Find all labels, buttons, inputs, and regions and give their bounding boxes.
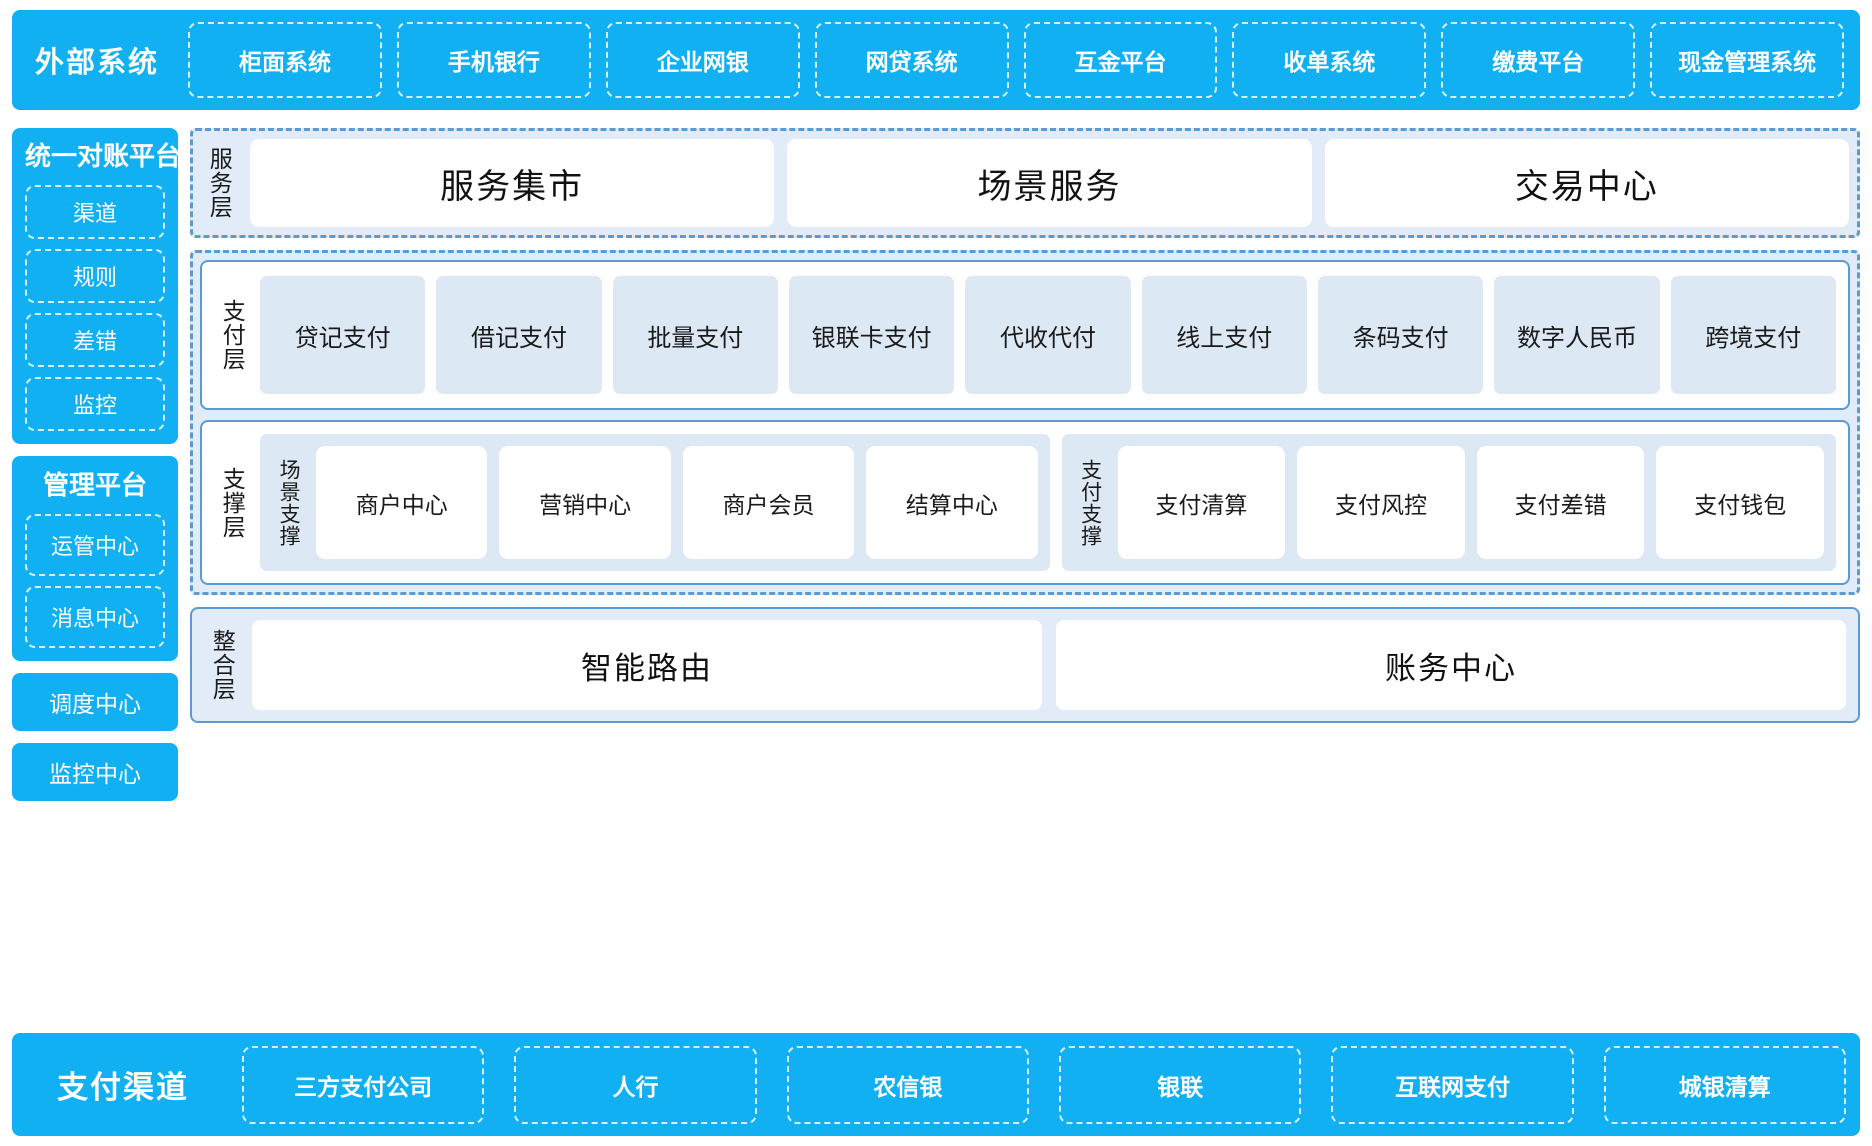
external-system-item[interactable]: 手机银行 <box>396 22 591 98</box>
management-platform-panel: 管理平台 运管中心 消息中心 <box>12 456 178 661</box>
payment-channel-cups-clearing[interactable]: 城银清算 <box>1603 1045 1846 1124</box>
scheduling-center-button[interactable]: 调度中心 <box>12 673 178 731</box>
payment-channel-third-party[interactable]: 三方支付公司 <box>242 1045 485 1124</box>
payment-channel-internet-payment[interactable]: 互联网支付 <box>1331 1045 1574 1124</box>
platform-layers: 服务层 服务集市 场景服务 交易中心 支付层 贷记支付 借记支付 批量支付 银联… <box>190 128 1860 1017</box>
management-platform-title: 管理平台 <box>42 470 147 500</box>
service-card-scene[interactable]: 场景服务 <box>787 139 1312 227</box>
support-item-merchant-center[interactable]: 商户中心 <box>316 446 488 559</box>
support-item-marketing-center[interactable]: 营销中心 <box>499 446 671 559</box>
payment-item-debit[interactable]: 借记支付 <box>436 276 602 394</box>
integration-card-smart-routing[interactable]: 智能路由 <box>252 620 1042 710</box>
payment-support-group: 支付支撑 支付清算 支付风控 支付差错 支付钱包 <box>1061 434 1836 571</box>
external-systems-title: 外部系统 <box>34 47 159 79</box>
external-system-item[interactable]: 收单系统 <box>1232 22 1427 98</box>
service-card-market[interactable]: 服务集市 <box>250 139 775 227</box>
payment-layer-box: 支付层 贷记支付 借记支付 批量支付 银联卡支付 代收代付 线上支付 条码支付 … <box>200 260 1850 410</box>
payment-channels-title: 支付渠道 <box>57 1070 189 1105</box>
external-system-item[interactable]: 互金平台 <box>1023 22 1218 98</box>
external-systems-list: 柜面系统 手机银行 企业网银 网贷系统 互金平台 收单系统 缴费平台 现金管理系… <box>182 22 1844 98</box>
payment-item-unionpay-card[interactable]: 银联卡支付 <box>788 276 955 394</box>
payment-channels-band: 支付渠道 三方支付公司 人行 农信银 银联 互联网支付 城银清算 <box>12 1033 1860 1136</box>
support-item-payment-clearing[interactable]: 支付清算 <box>1117 446 1286 559</box>
support-layer-label: 支撑层 <box>219 466 246 539</box>
payment-item-digital-rmb[interactable]: 数字人民币 <box>1494 276 1660 394</box>
reconciliation-platform-title: 统一对账平台 <box>25 141 182 171</box>
payment-item-barcode[interactable]: 条码支付 <box>1317 276 1484 394</box>
service-layer-label: 服务层 <box>206 147 233 219</box>
payment-support-label: 支付支撑 <box>1078 458 1102 547</box>
reconciliation-item-error[interactable]: 差错 <box>25 313 165 367</box>
payment-item-online[interactable]: 线上支付 <box>1141 276 1307 394</box>
monitoring-center-button[interactable]: 监控中心 <box>12 743 178 801</box>
scene-support-label: 场景支撑 <box>277 458 301 547</box>
support-layer-box: 支撑层 场景支撑 商户中心 营销中心 商户会员 结算中心 <box>200 420 1850 585</box>
support-item-settlement-center[interactable]: 结算中心 <box>866 446 1038 559</box>
reconciliation-item-rule[interactable]: 规则 <box>25 249 165 303</box>
management-item-message-center[interactable]: 消息中心 <box>25 586 165 648</box>
integration-card-accounting[interactable]: 账务中心 <box>1056 620 1846 710</box>
payment-channels-list: 三方支付公司 人行 农信银 银联 互联网支付 城银清算 <box>234 1045 1846 1124</box>
payment-item-batch[interactable]: 批量支付 <box>612 276 778 394</box>
external-system-item[interactable]: 网贷系统 <box>814 22 1009 98</box>
middle-region: 统一对账平台 渠道 规则 差错 监控 管理平台 运管中心 消息中心 调度中心 监… <box>12 128 1860 1017</box>
payment-channel-pboc[interactable]: 人行 <box>514 1045 757 1124</box>
integration-layer-box: 整合层 智能路由 账务中心 <box>190 607 1860 723</box>
external-system-item[interactable]: 柜面系统 <box>188 22 382 98</box>
payment-layer-items: 贷记支付 借记支付 批量支付 银联卡支付 代收代付 线上支付 条码支付 数字人民… <box>260 276 1836 394</box>
payment-channel-rcc[interactable]: 农信银 <box>786 1045 1029 1124</box>
support-item-payment-error[interactable]: 支付差错 <box>1476 446 1645 559</box>
reconciliation-platform-panel: 统一对账平台 渠道 规则 差错 监控 <box>12 128 182 444</box>
management-item-operations-center[interactable]: 运管中心 <box>25 514 165 576</box>
external-system-item[interactable]: 现金管理系统 <box>1650 22 1844 98</box>
external-systems-band: 外部系统 柜面系统 手机银行 企业网银 网贷系统 互金平台 收单系统 缴费平台 … <box>12 10 1860 110</box>
payment-channel-unionpay[interactable]: 银联 <box>1058 1045 1302 1124</box>
left-sidebar: 统一对账平台 渠道 规则 差错 监控 管理平台 运管中心 消息中心 调度中心 监… <box>12 128 182 1017</box>
integration-layer-label: 整合层 <box>209 629 236 701</box>
external-system-item[interactable]: 企业网银 <box>605 22 800 98</box>
service-layer-section: 服务层 服务集市 场景服务 交易中心 <box>190 128 1860 238</box>
payment-item-cross-border[interactable]: 跨境支付 <box>1670 276 1836 394</box>
payment-layer-label: 支付层 <box>219 299 246 371</box>
reconciliation-item-monitor[interactable]: 监控 <box>25 377 165 431</box>
service-card-transaction[interactable]: 交易中心 <box>1324 139 1849 227</box>
support-item-payment-risk[interactable]: 支付风控 <box>1297 446 1465 559</box>
payment-item-collection-payment[interactable]: 代收代付 <box>965 276 1131 394</box>
external-system-item[interactable]: 缴费平台 <box>1441 22 1636 98</box>
support-item-payment-wallet[interactable]: 支付钱包 <box>1656 446 1824 559</box>
reconciliation-item-channel[interactable]: 渠道 <box>25 185 165 239</box>
payment-item-credit[interactable]: 贷记支付 <box>260 276 426 394</box>
support-item-merchant-member[interactable]: 商户会员 <box>682 446 855 559</box>
scene-support-group: 场景支撑 商户中心 营销中心 商户会员 结算中心 <box>260 434 1050 571</box>
payment-support-section: 支付层 贷记支付 借记支付 批量支付 银联卡支付 代收代付 线上支付 条码支付 … <box>190 250 1860 595</box>
